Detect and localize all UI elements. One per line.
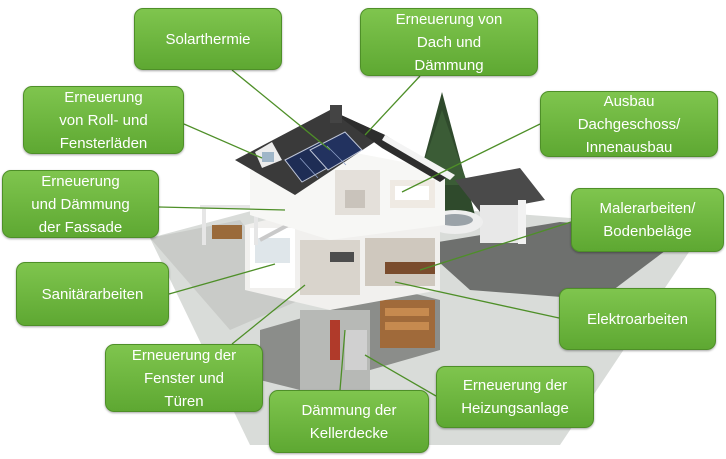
leader-line-dach [364,75,421,136]
callout-label: Erneuerung von Roll- und Fensterläden [59,88,148,152]
leader-line-sanitaer [168,263,276,295]
callout-fassade: Erneuerung und Dämmung der Fassade [2,170,159,238]
solar-panels [284,131,363,183]
heating-unit [345,330,367,370]
callout-fenster-tueren: Erneuerung der Fenster und Türen [105,344,263,412]
callout-label: Erneuerung und Dämmung der Fassade [31,172,130,236]
leader-line-maler [419,221,572,271]
pergola [200,205,260,245]
leader-line-heizung [364,354,437,397]
carport [427,168,545,244]
callout-roll-fensterlaeden: Erneuerung von Roll- und Fensterläden [23,86,184,154]
leader-line-rolllaeden [183,123,263,159]
chimney [330,105,342,123]
callout-label: Sanitärarbeiten [41,285,144,303]
leader-line-fenster [231,284,306,345]
leader-line-fassade [158,206,286,211]
leader-line-dachgeschoss [401,123,541,193]
leader-line-solarthermie [231,69,331,151]
callout-dach-daemmung: Erneuerung von Dach und Dämmung [360,8,538,76]
leader-line-kellerdecke [339,329,346,391]
callout-label: Ausbau Dachgeschoss/ Innenausbau [577,92,681,156]
callout-sanitaer: Sanitärarbeiten [16,262,169,326]
callout-kellerdecke: Dämmung der Kellerdecke [269,390,429,453]
callout-label: Erneuerung von Dach und Dämmung [395,10,503,74]
terrace [150,220,300,330]
callout-label: Elektroarbeiten [587,310,688,328]
callout-dachgeschoss: Ausbau Dachgeschoss/ Innenausbau [540,91,718,157]
dormer-window [255,142,282,168]
callout-elektro: Elektroarbeiten [559,288,716,350]
callout-heizungsanlage: Erneuerung der Heizungsanlage [436,366,594,428]
leader-lines [158,69,572,397]
callout-label: Erneuerung der Fenster und Türen [131,346,237,410]
callout-label: Solarthermie [165,30,251,48]
callout-solarthermie: Solarthermie [134,8,282,70]
callout-maler-bodenbelaege: Malerarbeiten/ Bodenbeläge [571,188,724,252]
callout-label: Dämmung der Kellerdecke [301,401,397,442]
basement [260,290,440,390]
leader-line-elektro [394,281,560,319]
callout-label: Malerarbeiten/ Bodenbeläge [599,200,696,240]
callout-label: Erneuerung der Heizungsanlage [461,377,569,417]
